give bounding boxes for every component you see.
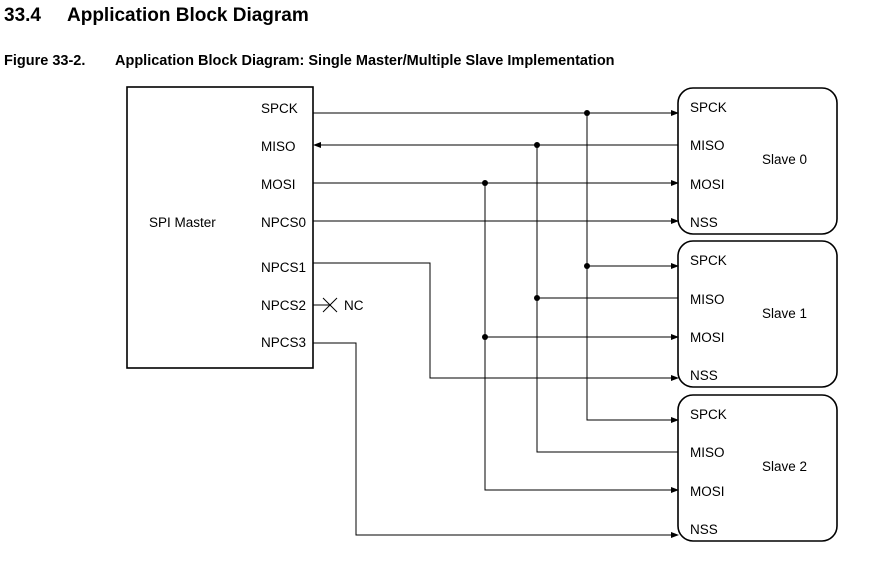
master-pin-miso: MISO xyxy=(261,139,296,154)
spck-arrow-slave-0 xyxy=(671,110,679,116)
nc-label: NC xyxy=(344,298,364,313)
mosi-arrow-slave-0 xyxy=(671,180,679,186)
spck-arrow-slave-2 xyxy=(671,417,679,423)
spi-master-box xyxy=(126,86,314,369)
slave-0-block: SPCK MISO MOSI NSS Slave 0 xyxy=(677,87,838,235)
slave-0-pin-nss: NSS xyxy=(690,215,718,230)
spck-bus-trunk xyxy=(586,113,672,421)
spi-master-label: SPI Master xyxy=(149,215,216,230)
section-number: 33.4 xyxy=(4,5,41,26)
spck-arrow-slave-1 xyxy=(671,263,679,269)
slave-2-block: SPCK MISO MOSI NSS Slave 2 xyxy=(677,394,838,542)
master-pin-spck: SPCK xyxy=(261,101,298,116)
slave-2-box xyxy=(677,394,838,542)
figure-number: Figure 33-2. xyxy=(4,53,86,69)
nss-arrow-slave-1 xyxy=(671,375,679,381)
mosi-junction-dot xyxy=(482,180,488,186)
spi-master-block: SPI Master SPCK MISO MOSI NPCS0 NPCS1 NP… xyxy=(126,86,314,369)
slave-1-pin-spck: SPCK xyxy=(690,253,727,268)
slave-1-label: Slave 1 xyxy=(762,306,807,321)
miso-bus xyxy=(313,142,678,453)
slave-2-pin-spck: SPCK xyxy=(690,407,727,422)
slave-1-block: SPCK MISO MOSI NSS Slave 1 xyxy=(677,240,838,388)
chip-select-lines xyxy=(313,218,679,538)
npcs2-no-connect: NC xyxy=(313,297,364,313)
slave-0-pin-mosi: MOSI xyxy=(690,177,725,192)
mosi-bus xyxy=(313,180,679,493)
figure-caption: Figure 33-2. Application Block Diagram: S… xyxy=(4,53,615,69)
miso-arrow-master xyxy=(313,142,321,148)
master-pin-npcs1: NPCS1 xyxy=(261,260,306,275)
slave-2-label: Slave 2 xyxy=(762,459,807,474)
miso-junction-dot xyxy=(534,142,540,148)
nss-arrow-slave-2 xyxy=(671,532,679,538)
slave-2-pin-miso: MISO xyxy=(690,445,725,460)
miso-bus-trunk xyxy=(536,145,678,453)
mosi-arrow-slave-2 xyxy=(671,487,679,493)
mosi-junction-dot xyxy=(482,334,488,340)
slave-0-pin-spck: SPCK xyxy=(690,100,727,115)
master-pin-npcs2: NPCS2 xyxy=(261,298,306,313)
slave-0-pin-miso: MISO xyxy=(690,138,725,153)
mosi-bus-trunk xyxy=(484,183,672,491)
nss-arrow-slave-0 xyxy=(671,218,679,224)
slave-0-box xyxy=(677,87,838,235)
section-title: Application Block Diagram xyxy=(67,5,309,26)
spck-junction-dot xyxy=(584,110,590,116)
nc-cross-icon-stroke xyxy=(322,297,338,313)
slave-2-pin-mosi: MOSI xyxy=(690,484,725,499)
spck-junction-dot xyxy=(584,263,590,269)
slave-0-label: Slave 0 xyxy=(762,152,807,167)
master-pin-npcs0: NPCS0 xyxy=(261,215,306,230)
figure-title: Application Block Diagram: Single Master… xyxy=(115,53,615,69)
miso-junction-dot xyxy=(534,295,540,301)
slave-2-pin-nss: NSS xyxy=(690,522,718,537)
spck-bus xyxy=(313,110,679,423)
npcs3-to-slave-2-nss-wire xyxy=(313,342,672,536)
slave-1-pin-mosi: MOSI xyxy=(690,330,725,345)
section-heading: 33.4 Application Block Diagram xyxy=(4,5,309,27)
master-pin-mosi: MOSI xyxy=(261,177,296,192)
npcs1-to-slave-1-nss-wire xyxy=(313,262,672,379)
mosi-arrow-slave-1 xyxy=(671,334,679,340)
slave-1-pin-nss: NSS xyxy=(690,368,718,383)
slave-1-pin-miso: MISO xyxy=(690,292,725,307)
slave-1-box xyxy=(677,240,838,388)
master-pin-npcs3: NPCS3 xyxy=(261,335,306,350)
